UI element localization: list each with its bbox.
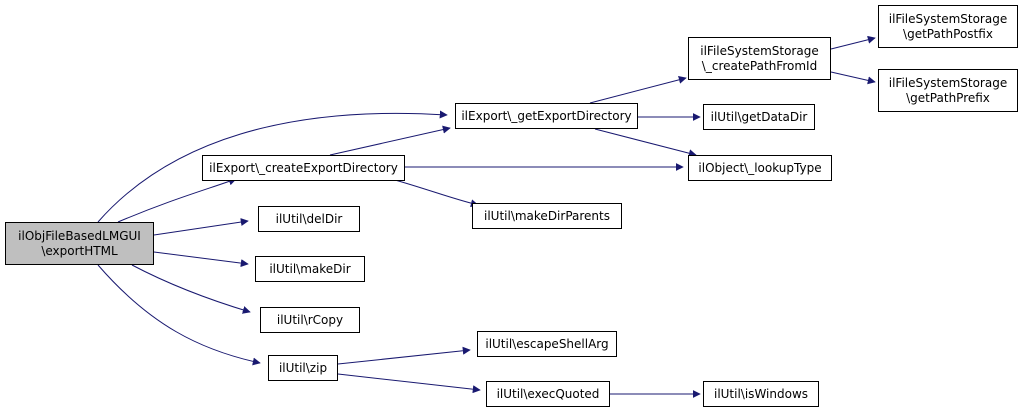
node-label: ilUtil\execQuoted	[496, 386, 600, 401]
node-util-escapeshellarg[interactable]: ilUtil\escapeShellArg	[477, 331, 617, 357]
node-label-line1: ilFileSystemStorage	[700, 43, 819, 58]
edge-getExportDirectory-to-createPathFromId	[589, 75, 687, 104]
node-label: ilUtil\rCopy	[276, 312, 344, 327]
node-objfilebasedlmgui-exporthtml: ilObjFileBasedLMGUI \exportHTML	[5, 222, 154, 265]
edge-getExportDirectory-to-lookupType	[594, 128, 697, 158]
node-label-line1: ilObjFileBasedLMGUI	[18, 228, 141, 243]
edge-root-to-getExportDirectory	[97, 110, 448, 223]
node-label-line2: \getPathPrefix	[906, 90, 990, 105]
edge-createExportDirectory-to-getExportDirectory	[329, 125, 451, 156]
node-label: ilUtil\delDir	[275, 211, 343, 226]
edge-root-to-delDir	[153, 218, 249, 236]
node-util-iswindows[interactable]: ilUtil\isWindows	[703, 381, 819, 407]
edge-root-to-createExportDirectory	[117, 177, 237, 223]
edge-createExportDirectory-to-makeDirParents	[394, 179, 479, 208]
edge-zip-to-escapeShellArg	[337, 346, 471, 365]
node-label: ilUtil\makeDir	[269, 261, 351, 276]
edge-zip-to-execQuoted	[337, 373, 481, 394]
node-label-line2: \_createPathFromId	[701, 58, 818, 73]
node-filesystemstorage-getpathprefix[interactable]: ilFileSystemStorage \getPathPrefix	[878, 69, 1018, 112]
node-label-line1: ilFileSystemStorage	[888, 11, 1008, 26]
node-export-getexportdirectory[interactable]: ilExport\_getExportDirectory	[455, 103, 638, 129]
node-label: ilUtil\escapeShellArg	[485, 336, 609, 351]
edge-root-to-zip	[97, 264, 261, 366]
node-label: ilExport\_createExportDirectory	[209, 160, 398, 175]
node-label: ilUtil\makeDirParents	[484, 208, 610, 223]
node-export-createexportdirectory[interactable]: ilExport\_createExportDirectory	[202, 155, 405, 181]
node-util-makedirparents[interactable]: ilUtil\makeDirParents	[472, 203, 622, 229]
node-filesystemstorage-getpathpostfix[interactable]: ilFileSystemStorage \getPathPostfix	[878, 5, 1018, 48]
node-label: ilUtil\isWindows	[713, 386, 809, 401]
node-util-getdatadir[interactable]: ilUtil\getDataDir	[703, 104, 815, 130]
node-label: ilExport\_getExportDirectory	[461, 108, 632, 123]
node-label-line1: ilFileSystemStorage	[888, 75, 1008, 90]
node-label: ilObject\_lookupType	[698, 160, 822, 175]
node-util-execquoted[interactable]: ilUtil\execQuoted	[486, 381, 610, 407]
node-label: ilUtil\zip	[278, 360, 328, 375]
node-util-rcopy[interactable]: ilUtil\rCopy	[260, 307, 360, 333]
node-label-line2: \getPathPostfix	[903, 26, 993, 41]
edge-createPathFromId-to-getPathPostfix	[830, 35, 876, 50]
edge-root-to-rCopy	[131, 264, 251, 314]
edge-root-to-makeDir	[153, 251, 249, 268]
node-filesystemstorage-createpathfromid[interactable]: ilFileSystemStorage \_createPathFromId	[688, 37, 831, 80]
node-label: ilUtil\getDataDir	[710, 109, 808, 124]
node-util-deldir[interactable]: ilUtil\delDir	[258, 206, 360, 232]
edge-createPathFromId-to-getPathPrefix	[830, 71, 876, 85]
node-object-lookuptype[interactable]: ilObject\_lookupType	[688, 155, 832, 181]
node-util-zip[interactable]: ilUtil\zip	[268, 355, 338, 381]
node-util-makedir[interactable]: ilUtil\makeDir	[255, 256, 365, 282]
node-label-line2: \exportHTML	[41, 243, 118, 258]
